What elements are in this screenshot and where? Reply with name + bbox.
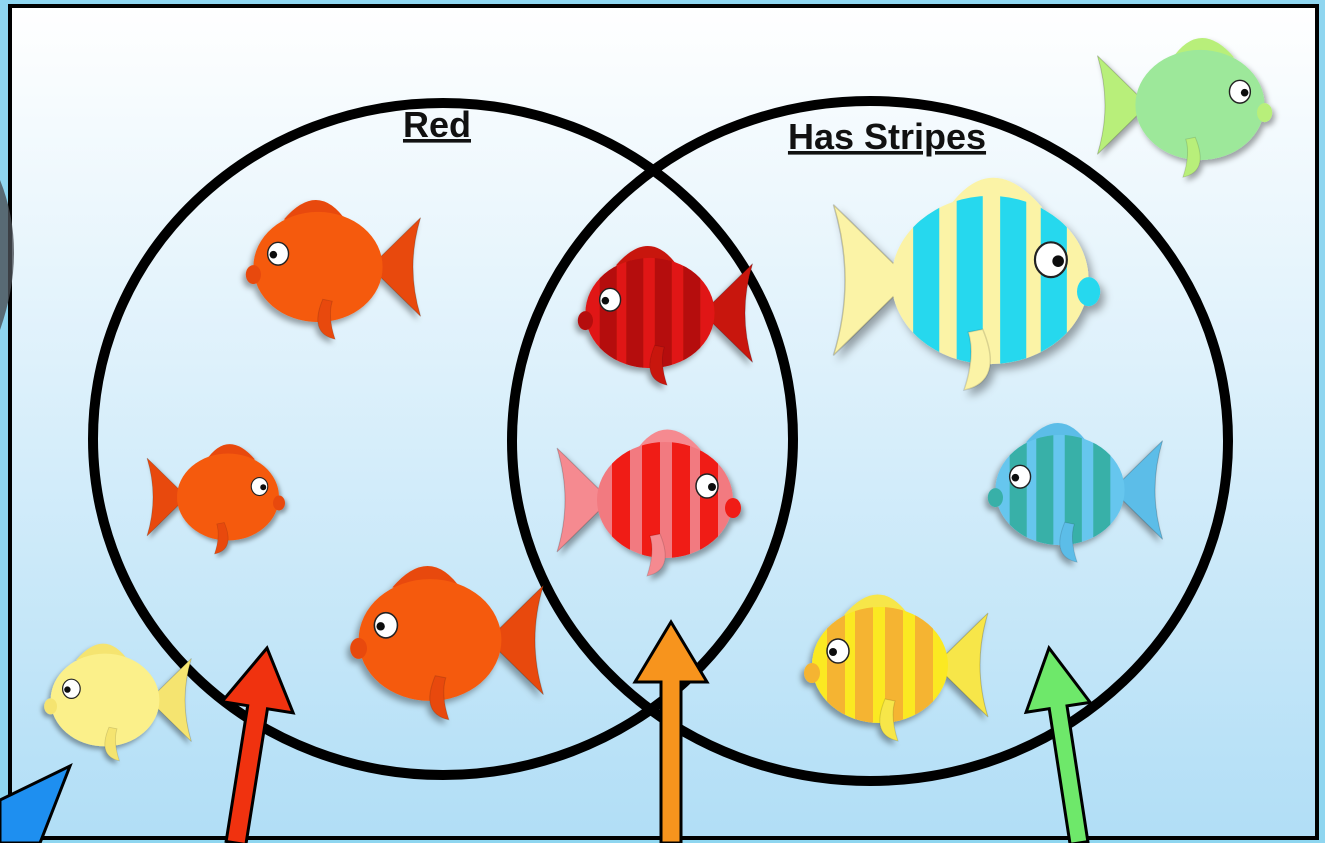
set-label-red: Red (403, 104, 471, 145)
set-label-has-stripes: Has Stripes (788, 116, 986, 157)
